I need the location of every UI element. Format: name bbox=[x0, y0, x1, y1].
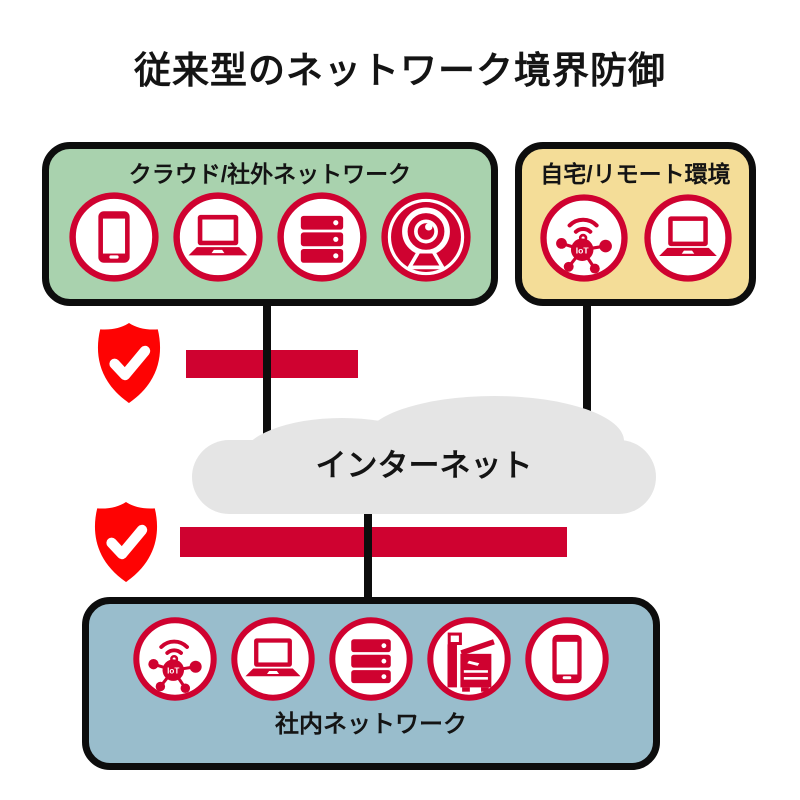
shield-check-icon bbox=[97, 323, 161, 403]
smartphone-icon bbox=[69, 192, 159, 282]
shield-check-icon bbox=[94, 502, 158, 582]
cloud-puff bbox=[192, 440, 656, 514]
icon-row bbox=[68, 191, 472, 283]
server-icon bbox=[329, 617, 413, 701]
box-home-remote-label: 自宅/リモート環境 bbox=[540, 161, 731, 187]
icon-row: IoT bbox=[539, 193, 733, 283]
laptop-icon bbox=[173, 192, 263, 282]
webcam-icon bbox=[381, 192, 471, 282]
internet-label: インターネット bbox=[315, 448, 533, 483]
laptop-icon bbox=[231, 617, 315, 701]
box-cloud-external-label: クラウド/社外ネットワーク bbox=[128, 161, 412, 187]
iot-icon: IoT bbox=[539, 194, 628, 282]
connector-internet-to-internal bbox=[364, 500, 372, 600]
icon-row: IoT bbox=[132, 616, 610, 702]
box-internal-label: 社内ネットワーク bbox=[275, 711, 467, 738]
svg-text:IoT: IoT bbox=[575, 245, 589, 255]
internet-cloud: インターネット bbox=[192, 396, 656, 514]
connector-external-to-internet bbox=[263, 304, 271, 444]
iot-icon: IoT bbox=[133, 617, 217, 701]
firewall-bar-internal bbox=[180, 527, 567, 557]
connector-remote-to-internet bbox=[583, 304, 591, 444]
box-home-remote: 自宅/リモート環境 IoT bbox=[515, 142, 756, 306]
page-title: 従来型のネットワーク境界防御 bbox=[134, 50, 666, 91]
server-icon bbox=[277, 192, 367, 282]
copier-icon bbox=[427, 617, 511, 701]
box-cloud-external-network: クラウド/社外ネットワーク bbox=[42, 142, 498, 306]
svg-text:IoT: IoT bbox=[167, 667, 179, 676]
smartphone-icon bbox=[525, 617, 609, 701]
box-internal-network: IoT bbox=[82, 597, 660, 770]
firewall-bar-external bbox=[186, 350, 358, 378]
laptop-icon bbox=[643, 194, 732, 282]
